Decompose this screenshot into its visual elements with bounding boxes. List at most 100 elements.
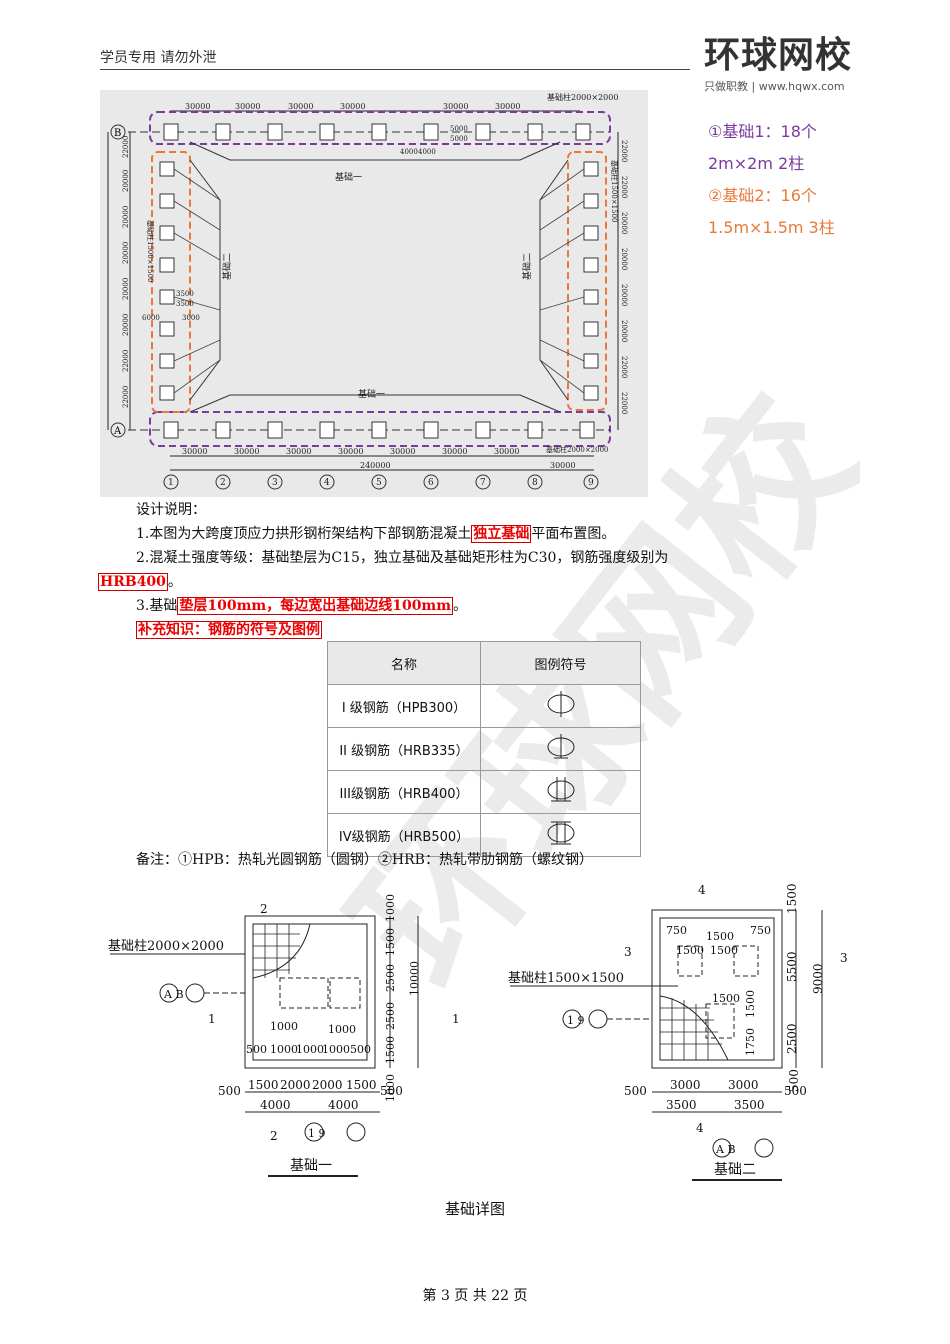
detail2-section-right: 3: [840, 951, 848, 965]
detail1-section-bottom: 2: [270, 1129, 278, 1143]
design-line-3-pre: 3.基础: [136, 598, 178, 614]
bottom-dim: 30000: [442, 447, 467, 456]
right-dim: 20000: [620, 320, 628, 342]
detail2-right-dim: 500: [787, 1069, 801, 1092]
rebar-symbol-table: 名称 图例符号 I 级钢筋（HPB300） II 级钢筋（HRB335） III…: [327, 641, 641, 857]
top-dim: 30000: [443, 102, 468, 111]
detail1-bottom-dim: 500: [380, 1084, 403, 1098]
bottom-dim: 30000: [234, 447, 259, 456]
left-dim: 20000: [122, 170, 130, 192]
detail1-right-dim: 1000: [384, 1074, 397, 1102]
detail1-bottom-dim: 2000: [280, 1078, 311, 1092]
design-line-2: 2.混凝土强度等级：基础垫层为C15，独立基础及基础矩形柱为C30，钢筋强度级别…: [136, 550, 669, 566]
axis-label: 1: [168, 478, 174, 488]
remark: 备注：①HPB：热轧光圆钢筋（圆钢）②HRB：热轧带肋钢筋（螺纹钢）: [136, 852, 593, 868]
detail2-section-bottom: 4: [696, 1121, 704, 1135]
detail1-right-dim: 1500: [384, 928, 397, 956]
left-column-label: 基础柱1500×1500: [146, 220, 155, 283]
note-line-4: 1.5m×1.5m 3柱: [708, 218, 835, 237]
left-dim: 20000: [122, 314, 130, 336]
detail1-right-total: 10000: [408, 961, 421, 996]
right-dim: 20000: [620, 284, 628, 306]
design-line-3: 3.基础垫层100mm，每边宽出基础边线100mm。: [136, 594, 467, 618]
supplement-title: 补充知识：钢筋的符号及图例: [136, 618, 322, 642]
table-row: IV级钢筋（HRB500）: [327, 813, 641, 857]
table-header: 名称: [327, 641, 481, 685]
detail1-column-label: 基础柱2000×2000: [108, 939, 224, 954]
left-dim: 20000: [122, 206, 130, 228]
detail2-inner-dim: 1500: [676, 944, 704, 957]
design-line-1-pre: 1.本图为大跨度顶应力拱形钢桁架结构下部钢筋混凝土: [136, 526, 472, 542]
detail1-inner-dim: 500: [246, 1043, 267, 1056]
detail2-right-dim: 5500: [785, 951, 799, 982]
inner-dim: 4000: [418, 148, 436, 156]
axis-label: 5: [376, 478, 382, 488]
detail1-section-top: 2: [260, 902, 268, 916]
left-dim: 20000: [122, 242, 130, 264]
table-header: 图例符号: [480, 641, 641, 685]
detail1-axis: A B: [163, 988, 184, 1001]
detail1-bottom-dim: 1500: [248, 1078, 279, 1092]
detail1-right-dim: 2500: [384, 1002, 397, 1030]
hpb300-symbol: [480, 684, 641, 728]
right-column-label: 基础柱1500×1500: [610, 160, 619, 223]
plan-label-right: 基础二: [521, 253, 533, 280]
hrb500-symbol: [480, 813, 641, 857]
plan-label-left: 基础二: [221, 253, 233, 280]
detail2-axis-bottom: A B: [715, 1143, 736, 1156]
hrb400-symbol: [480, 770, 641, 814]
axis-label: 4: [324, 478, 330, 488]
bottom-dim: 30000: [390, 447, 415, 456]
detail2-right-dim: 2500: [785, 1023, 799, 1054]
rebar-name: II 级钢筋（HRB335）: [327, 727, 481, 771]
detail1-section-left: 1: [208, 1012, 216, 1026]
bottom-dim: 30000: [338, 447, 363, 456]
logo: 环球网校 只做职教 | www.hqwx.com: [704, 36, 874, 94]
note-line-2: 2m×2m 2柱: [708, 154, 805, 173]
bottom-total-dim: 240000: [360, 461, 391, 470]
detail2-section-left: 3: [624, 945, 632, 959]
detail2-inner-dim: 1500: [710, 944, 738, 957]
detail2-top-dim: 750: [666, 924, 687, 937]
detail2-inner-dim: 1500: [744, 990, 757, 1018]
detail1-bottom-dim: 500: [218, 1084, 241, 1098]
table-row: II 级钢筋（HRB335）: [327, 727, 641, 771]
inner-dim: 3500: [176, 290, 194, 298]
table-row: III级钢筋（HRB400）: [327, 770, 641, 814]
inner-dim: 3000: [182, 314, 200, 322]
highlight-cushion: 垫层100mm，每边宽出基础边线100mm: [177, 597, 454, 615]
axis-label: 9: [588, 478, 594, 488]
highlight-hrb400: HRB400: [98, 573, 168, 591]
foundation-plan-svg: 30000 30000 30000 30000 30000 30000 基础柱2…: [93, 92, 628, 490]
design-line-1-post: 平面布置图。: [531, 526, 616, 542]
note-line-3: ②基础2：16个: [708, 186, 817, 205]
inner-dim: 5000: [450, 125, 468, 133]
plan-label-top: 基础一: [335, 171, 362, 183]
detail2-inner-dim: 1750: [744, 1028, 757, 1056]
detail1-inner-dim: 1000: [328, 1023, 356, 1036]
detail2-title: 基础二: [714, 1161, 756, 1178]
right-dim: 22000: [620, 140, 628, 162]
supplement-highlight: 补充知识：钢筋的符号及图例: [136, 621, 322, 639]
design-title: 设计说明：: [136, 502, 206, 518]
table-row: I 级钢筋（HPB300）: [327, 684, 641, 728]
detail2-bottom-dim: 3000: [728, 1078, 759, 1092]
detail1-section-right: 1: [452, 1012, 460, 1026]
left-dim: 22000: [122, 386, 130, 408]
inner-dim: 4000: [400, 148, 418, 156]
foundation-plan: 30000 30000 30000 30000 30000 30000 基础柱2…: [93, 90, 648, 497]
rebar-name: IV级钢筋（HRB500）: [327, 813, 481, 857]
detail2-bottom-total: 3500: [734, 1098, 765, 1112]
bottom-dim: 30000: [494, 447, 519, 456]
figure-caption: 基础详图: [444, 1200, 505, 1218]
detail1-bottom-dim: 2000: [312, 1078, 343, 1092]
detail1-inner-dim: 1000: [322, 1043, 350, 1056]
logo-main: 环球网校: [704, 35, 853, 76]
top-dim: 30000: [235, 102, 260, 111]
inner-dim: 3500: [176, 300, 194, 308]
header-notice: 学员专用 请勿外泄: [100, 50, 217, 66]
foundation-detail-2: 基础柱1500×1500 1 9 3 3 4 750 1500 750 1500…: [508, 883, 848, 1181]
axis-label: 8: [532, 478, 538, 488]
detail1-inner-dim: 1000: [296, 1043, 324, 1056]
top-dim: 30000: [288, 102, 313, 111]
